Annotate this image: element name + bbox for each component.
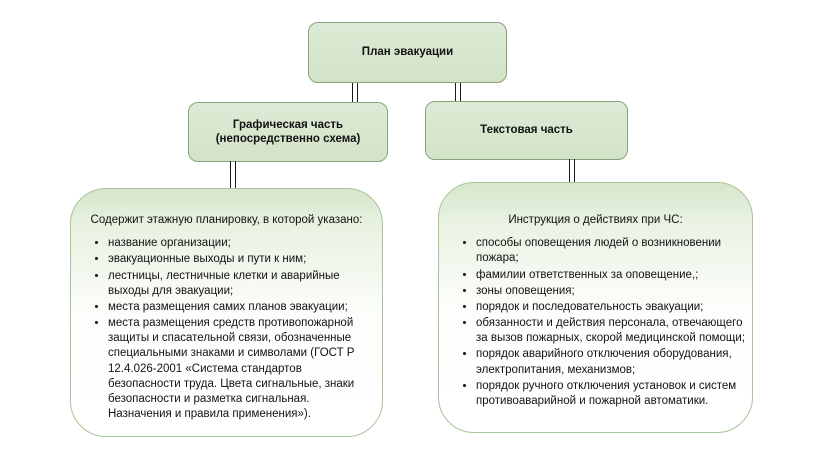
list-item: места размещения средств противопожарной… <box>108 316 376 422</box>
list-item: обязанности и действия персонала, отвеча… <box>476 316 746 346</box>
node-text-part: Текстовая часть <box>425 101 628 160</box>
list-item: порядок ручного отключения установок и с… <box>476 379 746 409</box>
node-graphic-part: Графическая часть (непосредственно схема… <box>188 102 388 162</box>
list-item: зоны оповещения; <box>476 284 746 299</box>
list-item: порядок аварийного отключения оборудован… <box>476 347 746 377</box>
node-label: План эвакуации <box>361 46 454 59</box>
list-item: эвакуационные выходы и пути к ним; <box>108 252 376 267</box>
node-label: Текстовая часть <box>480 124 573 137</box>
connector-root-to-text <box>455 83 461 101</box>
panel-graphic-part-details: Содержит этажную планировку, в которой у… <box>70 188 383 437</box>
node-label: Графическая часть (непосредственно схема… <box>215 118 361 145</box>
connector-graphic-to-panel <box>230 161 236 188</box>
text-panel-list: способы оповещения людей о возникновении… <box>449 236 752 409</box>
panel-text-part-details: Инструкция о действиях при ЧС: способы о… <box>438 182 753 433</box>
list-item: фамилии ответственных за оповещение,; <box>476 268 746 283</box>
list-item: места размещения самих планов эвакуации; <box>108 300 376 315</box>
node-evacuation-plan: План эвакуации <box>308 22 507 83</box>
connector-text-to-panel <box>569 159 575 182</box>
list-item: название организации; <box>108 236 376 251</box>
list-item: лестницы, лестничные клетки и аварийные … <box>108 269 376 299</box>
connector-root-to-graphic <box>352 83 358 102</box>
graphic-panel-list: название организации;эвакуационные выход… <box>81 236 382 422</box>
list-item: способы оповещения людей о возникновении… <box>476 236 746 266</box>
panel-header: Содержит этажную планировку, в которой у… <box>90 214 363 226</box>
panel-header: Инструкция о действиях при ЧС: <box>508 214 683 226</box>
list-item: порядок и последовательность эвакуации; <box>476 300 746 315</box>
